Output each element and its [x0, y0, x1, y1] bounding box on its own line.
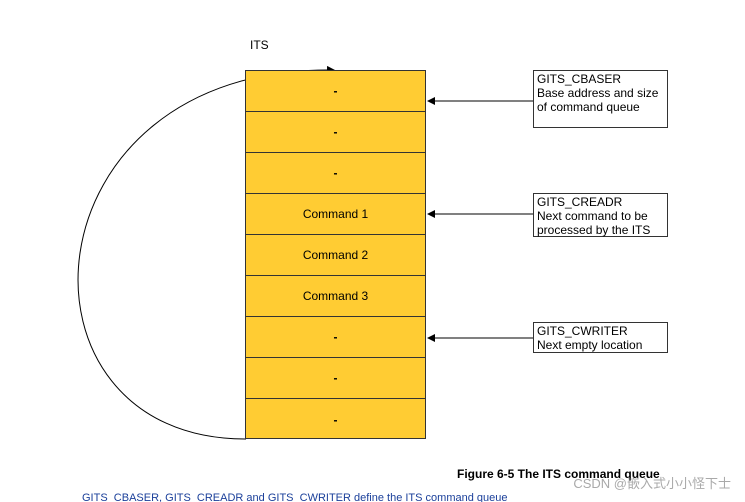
register-box-cbaser: GITS_CBASER Base address and size of com… — [533, 70, 668, 128]
its-label: ITS — [250, 38, 269, 52]
queue-slot: - — [246, 317, 425, 358]
register-description: Base address and size of command queue — [537, 86, 659, 114]
register-name: GITS_CWRITER — [537, 324, 628, 338]
register-name: GITS_CBASER — [537, 72, 622, 86]
queue-slot: Command 2 — [246, 235, 425, 276]
queue-slot: - — [246, 71, 425, 112]
queue-slot: - — [246, 153, 425, 194]
register-description: Next empty location — [537, 338, 643, 352]
register-box-cwriter: GITS_CWRITER Next empty location — [533, 322, 668, 353]
queue-slot: - — [246, 358, 425, 399]
register-box-creadr: GITS_CREADR Next command to be processed… — [533, 193, 668, 237]
footer-text: GITS_CBASER, GITS_CREADR and GITS_CWRITE… — [82, 492, 508, 502]
queue-slot: Command 1 — [246, 194, 425, 235]
register-description: Next command to be processed by the ITS — [537, 209, 651, 237]
figure-caption: Figure 6-5 The ITS command queue — [457, 467, 660, 481]
wraparound-arrow — [77, 65, 335, 440]
watermark-text: CSDN @嵌入式小小怪下士 — [573, 476, 731, 491]
queue-slot: - — [333, 412, 338, 427]
register-name: GITS_CREADR — [537, 195, 623, 209]
queue-slot: - — [246, 112, 425, 153]
command-queue: - - - Command 1 Command 2 Command 3 - - … — [245, 70, 426, 439]
queue-slot: Command 3 — [246, 276, 425, 317]
